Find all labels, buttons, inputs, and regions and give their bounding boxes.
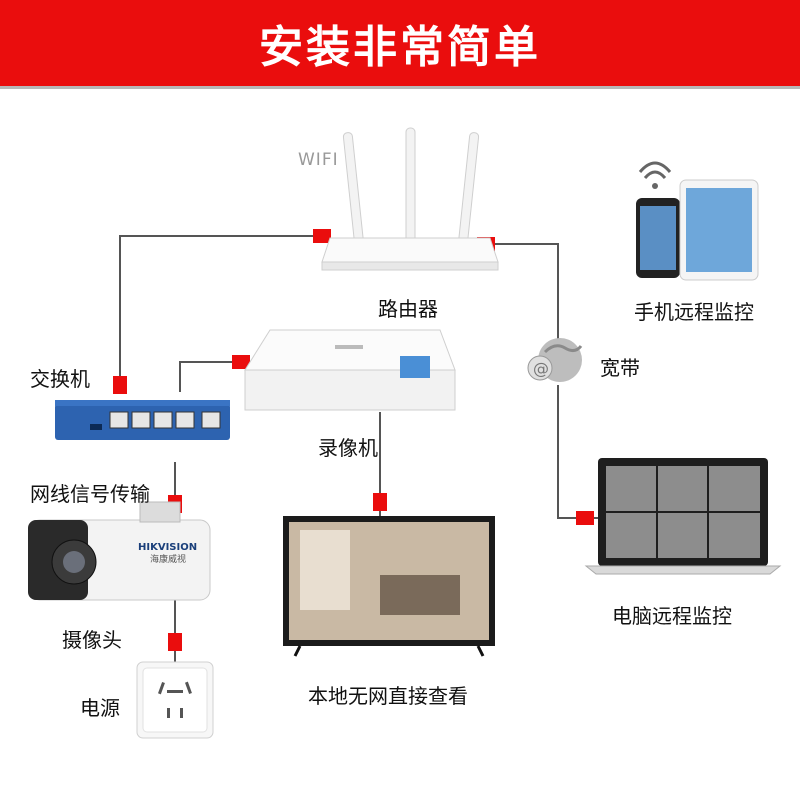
camera-label: 摄像头	[62, 628, 122, 652]
pc-label: 电脑远程监控	[612, 604, 732, 628]
wifi-label: WIFI	[298, 150, 339, 170]
svg-text:@: @	[533, 359, 549, 378]
switch-label: 交换机	[30, 367, 90, 391]
connector-marker	[168, 633, 182, 651]
mobile-devices-illustration	[636, 161, 759, 281]
line-broadband-laptop	[557, 385, 600, 519]
broadband-globe-icon: @	[527, 338, 583, 382]
power-socket-illustration	[136, 661, 214, 739]
connector-marker	[313, 229, 331, 243]
camera-brand-cn-text: 海康威视	[150, 553, 186, 565]
mobile-label: 手机远程监控	[634, 300, 754, 324]
banner-divider	[0, 86, 800, 89]
switch-illustration	[55, 400, 230, 440]
connector-marker	[113, 376, 127, 394]
nvr-illustration	[244, 329, 456, 411]
title-banner: 安装非常简单	[0, 0, 800, 86]
camera-brand-text: HIKVISION	[138, 542, 197, 553]
line-router-switch	[119, 235, 330, 385]
line-switch-nvr	[179, 361, 245, 392]
nvr-label: 录像机	[318, 436, 378, 460]
connector-marker	[576, 511, 594, 525]
camera-illustration: HIKVISION 海康威视	[28, 501, 211, 601]
power-label: 电源	[80, 696, 120, 720]
broadband-label: 宽带	[600, 356, 640, 380]
router-label: 路由器	[378, 297, 438, 321]
laptop-illustration	[584, 458, 782, 575]
page-title: 安装非常简单	[259, 22, 541, 73]
tv-illustration	[283, 516, 495, 657]
line-router-broadband	[480, 243, 559, 340]
connector-marker	[373, 493, 387, 511]
signal-label: 网线信号传输	[30, 482, 150, 506]
tv-label: 本地无网直接查看	[308, 684, 468, 708]
router-illustration	[321, 127, 499, 271]
connector-marker	[232, 355, 250, 369]
